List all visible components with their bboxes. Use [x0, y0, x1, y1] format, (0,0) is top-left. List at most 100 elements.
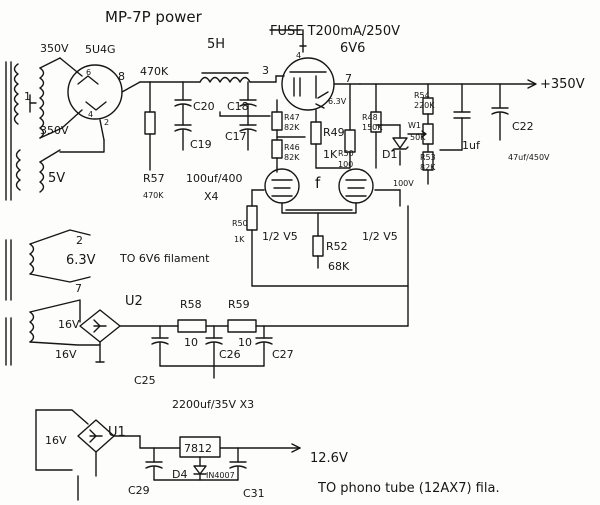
r53-label: R53: [420, 153, 436, 162]
power-transformer: [5, 57, 63, 201]
v6v6-label: 6V6: [340, 41, 365, 56]
supply-u2: [5, 299, 179, 366]
f-mark-label: f: [315, 174, 321, 192]
resistor-r50b: [246, 205, 258, 231]
w1-label: W1: [408, 121, 421, 130]
c25-label: C25: [134, 374, 156, 387]
r49-label: R49: [323, 126, 345, 139]
r54-value: 220K: [414, 101, 435, 110]
rect-heater-label: 5V: [48, 171, 65, 186]
heater7-num: 7: [75, 282, 82, 295]
r50-label: R50: [338, 149, 354, 158]
d1-label: D1: [382, 148, 397, 161]
r46-value: 82K: [284, 153, 300, 162]
r52-label: R52: [326, 240, 348, 253]
title-text: MP-7P power: [105, 8, 203, 26]
r59-label: R59: [228, 298, 250, 311]
r49-value: 1K: [323, 148, 338, 161]
r58-label: R58: [180, 298, 202, 311]
c26-label: C26: [219, 348, 241, 361]
c17-label: C17: [225, 130, 247, 143]
d4-label: D4: [172, 468, 187, 481]
r50-value: 100: [338, 160, 353, 169]
v16-b-label: 16V: [55, 348, 77, 361]
heater-63v-label: 6.3V: [66, 253, 96, 268]
r47-value: 82K: [284, 123, 300, 132]
u1-label: U1: [108, 425, 126, 440]
w1-value: 50K: [410, 133, 426, 142]
r57-label: R57: [143, 172, 165, 185]
cap-1uf: [439, 83, 471, 151]
resistor-r50: [344, 83, 356, 169]
out-126-label: 12.6V: [310, 451, 348, 466]
resistor-r49: [310, 109, 322, 169]
hv-bottom-label: 350V: [40, 124, 69, 137]
cap-group-label: 100uf/400: [186, 172, 243, 185]
regulator-7812: [179, 436, 301, 467]
d4-value: IN4007: [206, 471, 235, 480]
tube-v5-right: [338, 168, 374, 204]
c22-value: 47uf/450V: [508, 153, 550, 162]
resistor-r48: [370, 83, 382, 169]
cap-mult-label: X4: [204, 190, 219, 203]
pin2-label: 2: [104, 118, 109, 127]
ct-mark: 1: [24, 90, 31, 103]
fuse-label: FUSE T200mA/250V: [270, 24, 400, 39]
c31-label: C31: [243, 487, 265, 500]
divider-r54-w1-r53: [407, 83, 434, 185]
pin6-label: 6: [86, 68, 91, 77]
pin8-label: 8: [118, 70, 125, 83]
v5-interconnect: [251, 167, 409, 327]
u2-label: U2: [125, 294, 143, 309]
r48-label: R48: [362, 113, 378, 122]
to-6v6-label: TO 6V6 filament: [119, 252, 210, 265]
r46-label: R46: [284, 143, 300, 152]
r53-value: 82K: [420, 163, 436, 172]
r-470k-top-label: 470K: [140, 65, 169, 78]
filter-r58-r59: [151, 319, 409, 379]
r52-value: 68K: [328, 260, 350, 273]
tube-6v6: [275, 57, 361, 111]
c18-label: C18: [227, 100, 249, 113]
c20-label: C20: [193, 100, 215, 113]
r54-label: R54: [414, 91, 430, 100]
c27-label: C27: [272, 348, 294, 361]
hv-top-label: 350V: [40, 42, 69, 55]
resistor-r52: [312, 235, 324, 269]
rectifier-tube-5u4g: [59, 57, 141, 153]
supply-u1: [35, 409, 181, 501]
heater-transformer-63v: [5, 229, 91, 301]
v5-left-label: 1/2 V5: [262, 230, 298, 243]
pin4-label: 4: [88, 110, 93, 119]
v16-c-label: 16V: [45, 434, 67, 447]
r59-value: 10: [238, 336, 252, 349]
r58-value: 10: [184, 336, 198, 349]
tube-v5-left: [264, 168, 300, 204]
cap-1uf-label: 1uf: [462, 139, 481, 152]
v6v6-heater-label: 6.3V: [328, 97, 347, 106]
caps-d4: [145, 447, 247, 481]
r50b-label: R50: [232, 219, 248, 228]
rect-tube-label: 5U4G: [85, 43, 116, 56]
pin7-6v6-label: 7: [345, 72, 352, 85]
cap-c18-c17: [219, 81, 271, 151]
pin3-label: 3: [262, 64, 269, 77]
zener-d1: [375, 124, 409, 166]
to-phono-label: TO phono tube (12AX7) fila.: [317, 481, 500, 496]
heater2-num: 2: [76, 234, 83, 247]
hv-output-rail: [359, 79, 537, 89]
c29-label: C29: [128, 484, 150, 497]
d1-value: 100V: [393, 179, 414, 188]
out-hv-label: +350V: [540, 77, 585, 92]
resistor-r57: [144, 81, 156, 171]
fuse: [269, 29, 307, 53]
reg-label: 7812: [184, 442, 212, 455]
pin4-6v6-label: 4: [296, 51, 301, 60]
choke-label: 5H: [207, 37, 225, 52]
cap-group2-label: 2200uf/35V X3: [172, 398, 254, 411]
v5-right-label: 1/2 V5: [362, 230, 398, 243]
r48-value: 150K: [362, 123, 383, 132]
cap-c22: [491, 83, 509, 141]
